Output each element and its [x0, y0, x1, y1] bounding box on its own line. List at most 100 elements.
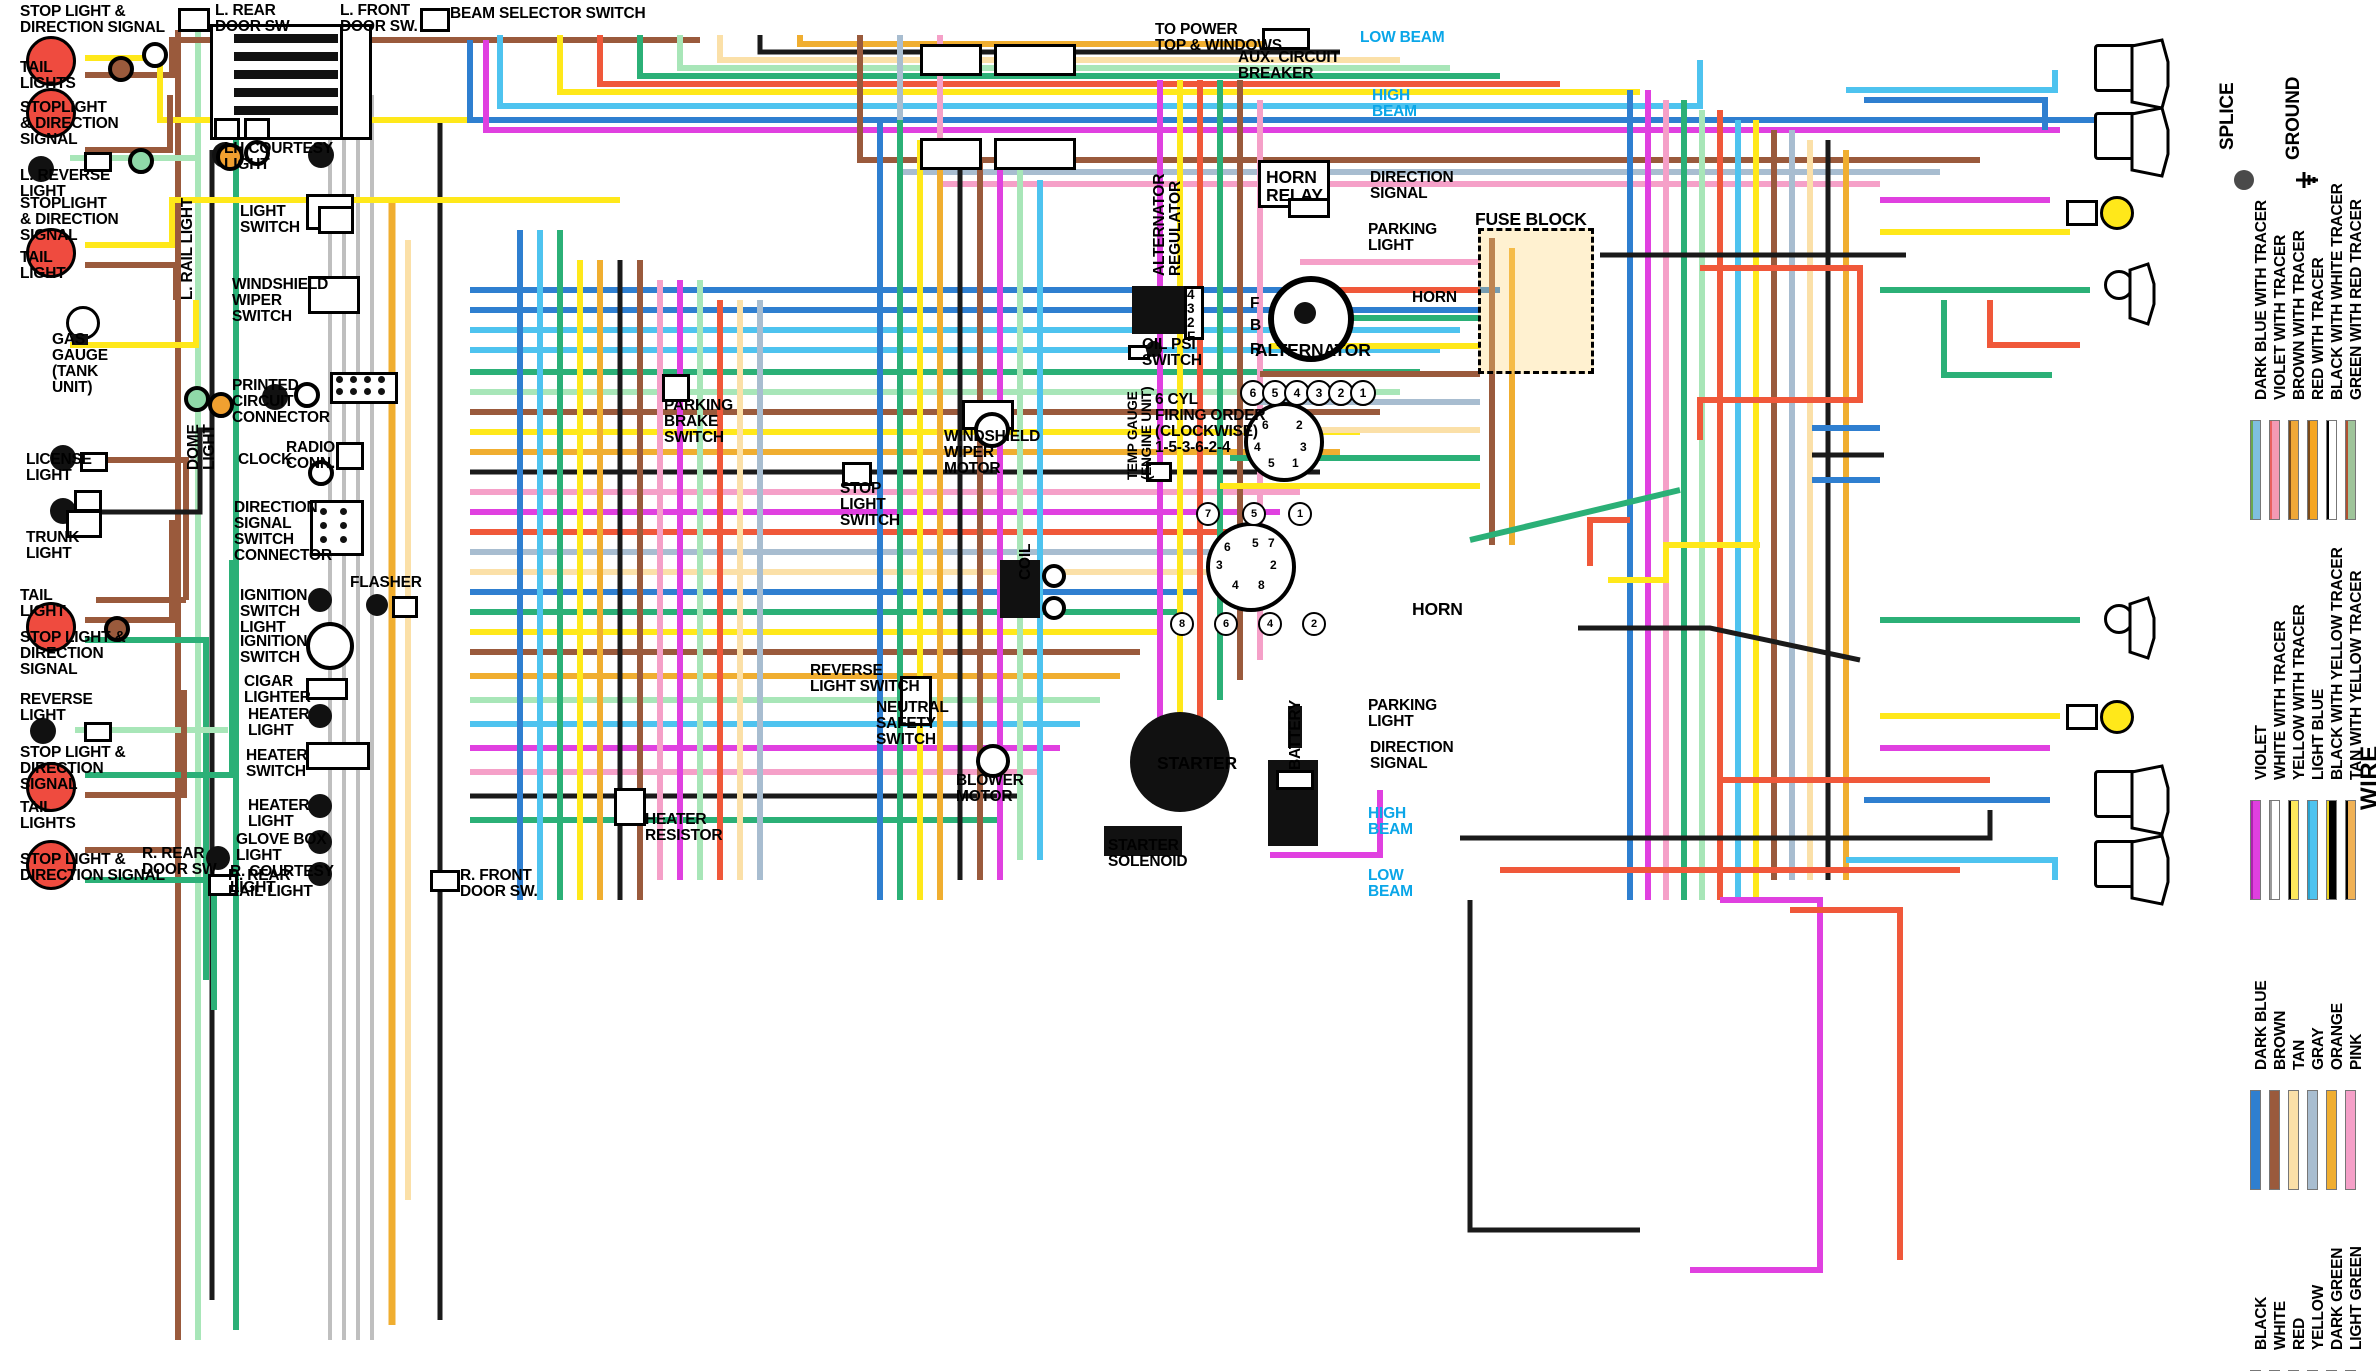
component-label-mid-19: R. REAR DOOR SW: [142, 845, 217, 879]
legend-tracer-a-name-4: BLACK WITH WHITE TRACER: [2329, 183, 2346, 400]
oil-psi-switch: [1146, 341, 1162, 357]
component-label-mid-3: LH COURTESY LIGHT: [224, 140, 333, 174]
component-label-mid-12: IGNITION SWITCH: [240, 633, 308, 667]
pcc-pin: [350, 376, 357, 383]
component-label-mid-11: IGNITION SWITCH LIGHT: [240, 587, 308, 637]
ladder-bar-3: [234, 70, 338, 79]
component-label-right-21: STARTER SOLENOID: [1108, 837, 1188, 871]
pcc-pin: [364, 388, 371, 395]
legend-tracer-a-swatch-3: [2307, 420, 2318, 520]
reverse-connector: [84, 722, 112, 742]
legend-solid-a-swatch-1: [2269, 1090, 2280, 1190]
legend-tracer-a-name-3: RED WITH TRACER: [2310, 257, 2327, 400]
legend-solid-a-swatch-3: [2307, 1090, 2318, 1190]
legend-solid-a-swatch-0: [2250, 1090, 2261, 1190]
legend-solid-a-name-5: PINK: [2348, 1033, 2365, 1070]
r-front-door-switch: [430, 870, 460, 892]
l-reverse-lamp-icon: [28, 156, 54, 182]
trunk-switch-box: [74, 490, 102, 512]
legend-tracer-a-name-5: GREEN WITH RED TRACER: [2348, 199, 2365, 400]
legend-tracer-b-name-0: VIOLET: [2253, 725, 2270, 780]
connector-block-b: [994, 44, 1076, 76]
parking-lamp-socket-bottom: [2066, 704, 2098, 730]
component-label-right-15: HORN: [1412, 599, 1463, 619]
parking-brake-switch: [662, 374, 690, 402]
component-label-mid-27: BLOWER MOTOR: [956, 772, 1024, 806]
component-label-mid-28: WINDSHIELD WIPER MOTOR: [944, 428, 1041, 478]
splice-left-2: [104, 616, 130, 642]
connector-block-a: [920, 44, 982, 76]
alternator-hub: [1294, 302, 1316, 324]
dist-terminal-top-7: 7: [1196, 502, 1220, 526]
component-label-right-14: COIL: [1017, 543, 1034, 580]
dssc-pin: [320, 508, 327, 515]
ignition-switch: [306, 622, 354, 670]
legend-solid-a-name-2: TAN: [2291, 1039, 2308, 1070]
alternator-regulator: [1132, 286, 1184, 334]
cap-inner-num-3: 3: [1300, 440, 1307, 454]
cap-inner-num-1: 1: [1292, 456, 1299, 470]
pcc-pin: [350, 388, 357, 395]
component-label-mid-25: NEUTRAL SAFETY SWITCH: [876, 699, 949, 749]
component-label-right-17: DIRECTION SIGNAL: [1370, 739, 1454, 773]
alt-terminal-F: F: [1250, 295, 1260, 312]
pcc-pin: [336, 376, 343, 383]
component-label-mid-17: GLOVE BOX LIGHT: [236, 831, 327, 865]
rh-courtesy-lamp-icon: [308, 142, 334, 168]
legend-tracer-a-swatch-5: [2345, 420, 2356, 520]
ground-icon: [2296, 172, 2318, 188]
legend-tracer-a-name-2: BROWN WITH TRACER: [2291, 230, 2308, 400]
component-label-mid-16: HEATER LIGHT: [248, 797, 310, 831]
dist-terminal-bottom-2: 2: [1302, 612, 1326, 636]
main-field-horizontals: [470, 287, 1500, 823]
legend-tracer-a-name-1: VIOLET WITH TRACER: [2272, 234, 2289, 400]
heater-resistor: [614, 788, 646, 826]
dist-inner-num-6: 6: [1224, 540, 1231, 554]
legend-tracer-a-swatch-1: [2269, 420, 2280, 520]
component-label-right-6: HORN: [1412, 289, 1457, 306]
flasher-icon: [366, 594, 388, 616]
ladder-bar-2: [234, 52, 338, 61]
cap-inner-num-5: 5: [1268, 456, 1275, 470]
lh-courtesy-oring: [216, 143, 244, 171]
license-lamp-icon: [50, 445, 76, 471]
alt-terminal-R: R: [1250, 341, 1261, 358]
windshield-wiper-switch: [308, 276, 360, 314]
component-label-right-5: PARKING LIGHT: [1368, 221, 1437, 255]
lh-courtesy-ring: [244, 140, 270, 166]
component-label-right-12: 6 CYL FIRING ORDER (CLOCKWISE) 1-5-3-6-2…: [1155, 391, 1266, 457]
parking-lamp-top: [2100, 196, 2134, 230]
clock-terminal: [308, 460, 334, 486]
dist-inner-num-4: 4: [1232, 578, 1239, 592]
component-label-right-8: FUSE BLOCK: [1475, 209, 1587, 229]
legend-solid-b-name-4: DARK GREEN: [2329, 1247, 2346, 1350]
ladder-bar-4: [234, 88, 338, 97]
flasher-box: [392, 596, 418, 618]
horn-relay-pins: [1288, 198, 1330, 218]
windshield-wiper-motor: [974, 412, 1010, 448]
component-label-right-9: ALTERNATOR REGULATOR: [1151, 173, 1185, 276]
component-label-mid-21: R. FRONT DOOR SW.: [460, 867, 538, 901]
alternator-wires: [1600, 252, 2080, 483]
radio-connector: [336, 442, 364, 470]
voltage-regulator-small: [1288, 706, 1302, 748]
component-label-right-22: BATTERY: [1287, 699, 1304, 770]
cap-inner-num-2: 2: [1296, 418, 1303, 432]
light-switch-sub: [318, 206, 354, 234]
tail-lamp-4: [26, 602, 76, 652]
ignition-switch-lamp-icon: [308, 588, 332, 612]
l-rear-door-switch: [178, 8, 210, 32]
dist-inner-num-5: 5: [1252, 536, 1259, 550]
firing-order-cap-6cyl: [1244, 402, 1324, 482]
component-label-right-3: HIGH BEAM: [1372, 87, 1417, 121]
component-label-mid-15: HEATER SWITCH: [246, 747, 308, 781]
temp-gauge-sender: [1146, 462, 1172, 482]
dssc-pin: [340, 508, 347, 515]
ground-label: GROUND: [2283, 76, 2304, 160]
battery-terminal: [1276, 770, 1314, 790]
ladder-bar-5: [234, 106, 338, 115]
component-label-right-0: TO POWER TOP & WINDOWS: [1155, 21, 1282, 55]
regulator-terminal-strip: [1184, 286, 1204, 340]
dist-inner-num-2: 2: [1270, 558, 1277, 572]
legend-solid-b-name-2: RED: [2291, 1317, 2308, 1350]
